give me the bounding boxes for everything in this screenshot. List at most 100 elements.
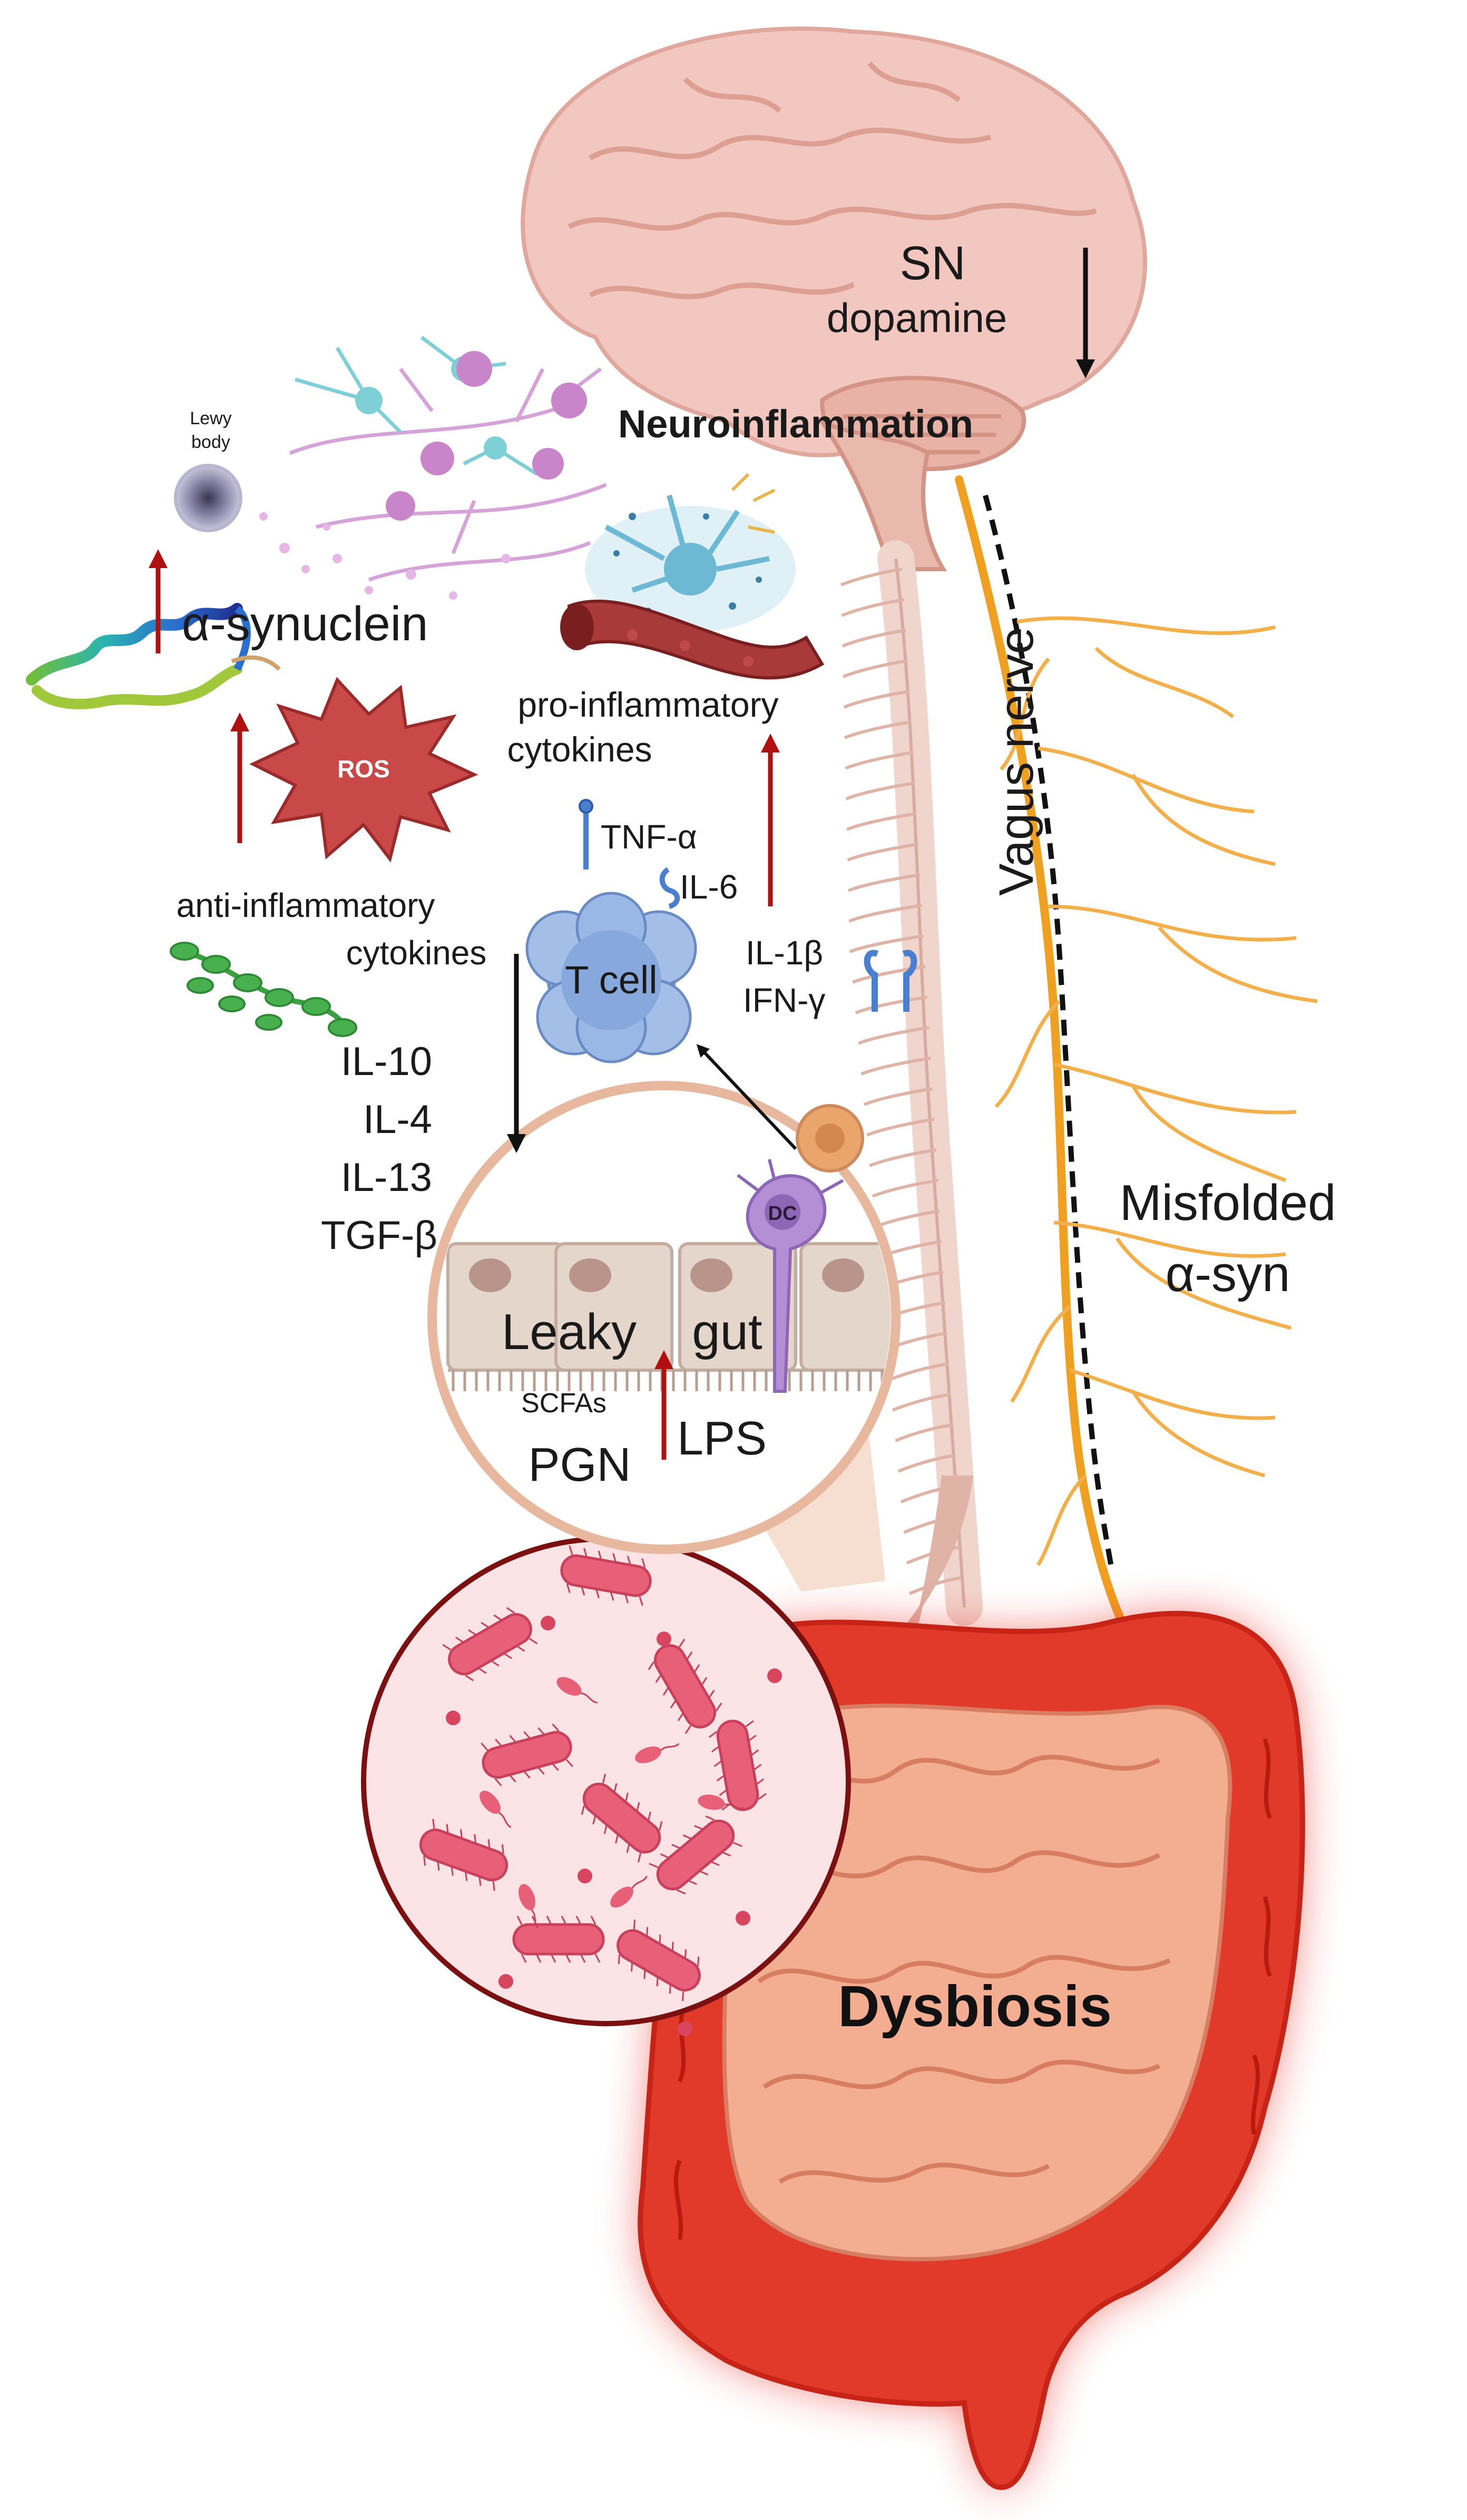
nerve-root (847, 873, 921, 892)
anti-inflammatory-cytokine-icon (170, 942, 357, 1037)
bacterium-coccus (736, 1911, 750, 1926)
label-il-6: IL-6 (680, 868, 738, 906)
bacterium-rod (709, 1720, 767, 1811)
nerve-root (863, 1087, 933, 1106)
spinal-cord (840, 540, 983, 1645)
spinal-nerve-roots (840, 568, 973, 1645)
bacterium-rod (617, 1919, 701, 2001)
ros-starburst (249, 677, 478, 863)
bacterium-rod (442, 1607, 538, 1682)
bacterium-vibrio (556, 1677, 598, 1704)
label-lewy-line1: Lewy (190, 408, 231, 428)
label-scfas: SCFAs (521, 1388, 607, 1419)
label-neuroinflammation: Neuroinflammation (618, 402, 973, 446)
bacterium-rod (481, 1723, 573, 1786)
bacterium-rod (649, 1815, 742, 1894)
bacterium-vibrio (519, 1884, 539, 1929)
label-tgf-beta: TGF-β (321, 1213, 437, 1258)
nerve-root (848, 904, 922, 923)
nerve-root (840, 568, 903, 587)
bacteria (419, 1545, 782, 2036)
label-il-10: IL-10 (341, 1039, 432, 1084)
nerve-root (849, 934, 924, 953)
label-anti-inflammatory-line1: anti-inflammatory (177, 886, 435, 924)
label-dopamine: dopamine (827, 295, 1008, 341)
label-alpha-synuclein: α-synuclein (182, 597, 428, 651)
nerve-root (845, 751, 913, 770)
bacterium-coccus (657, 1632, 671, 1646)
label-sn: SN (899, 237, 965, 290)
nerve-root (841, 598, 904, 617)
nerve-root (845, 782, 915, 800)
vagus-nerve (955, 475, 1318, 1708)
bacterium-coccus (678, 2021, 692, 2036)
leaky-gut-circle (427, 1081, 901, 1591)
nerve-root (872, 1179, 938, 1198)
bacterium-coccus (541, 1616, 555, 1630)
bacterium-vibrio (698, 1794, 744, 1810)
nerve-root (897, 1454, 955, 1473)
dendritic-cell (737, 1104, 864, 1393)
label-ros: ROS (337, 755, 390, 783)
label-t-cell: T cell (565, 958, 657, 1002)
nerve-root (869, 1148, 937, 1167)
bacterium-coccus (578, 1869, 592, 1883)
nerve-root (842, 629, 906, 648)
bacterium-coccus (767, 1668, 782, 1683)
microbiota-circle (361, 1536, 851, 2036)
nerve-root (895, 1423, 953, 1442)
nerve-root (857, 1026, 930, 1045)
label-tnf-alpha: TNF-α (601, 818, 697, 856)
nerve-root (846, 812, 917, 831)
bacterium-rod (560, 1545, 652, 1606)
label-il-13: IL-13 (341, 1155, 432, 1200)
bacterium-rod (581, 1773, 663, 1863)
t-cell (525, 892, 697, 1063)
label-il-1b: IL-1β (746, 934, 823, 972)
bacterium-vibrio (610, 1876, 648, 1908)
bacterium-rod (648, 1638, 722, 1734)
nerve-root (844, 720, 912, 739)
neuron-cluster (259, 336, 607, 600)
label-gut: gut (692, 1304, 762, 1360)
labels: SN dopamine Neuroinflammation Lewy body … (177, 237, 1336, 2039)
nerve-root (847, 843, 919, 862)
nerve-root (889, 1362, 949, 1381)
bacterium-rod (419, 1819, 508, 1891)
cytokine-receptor-icons (579, 799, 917, 1012)
nerve-root (860, 1057, 931, 1076)
arrows (149, 248, 1095, 1460)
label-pro-inflammatory-line2: cytokines (507, 730, 652, 769)
nerve-root (852, 965, 926, 984)
label-dc: DC (768, 1203, 797, 1225)
nerve-root (892, 1393, 951, 1412)
alpha-synuclein-helix (26, 603, 281, 709)
label-il-4: IL-4 (363, 1097, 432, 1142)
label-pro-inflammatory-line1: pro-inflammatory (517, 685, 778, 724)
label-misfolded: Misfolded (1120, 1175, 1336, 1231)
lewy-body (174, 464, 242, 532)
bacterium-rod (512, 1916, 605, 1963)
bacterium-vibrio (635, 1743, 680, 1763)
bacterium-coccus (446, 1711, 461, 1725)
label-dysbiosis: Dysbiosis (838, 1974, 1112, 2039)
label-anti-inflammatory-line2: cytokines (346, 934, 487, 972)
nerve-root (843, 659, 908, 678)
epithelium (446, 1242, 891, 1391)
label-pgn: PGN (528, 1439, 631, 1491)
brain-illustration (521, 26, 1147, 571)
nerve-root (866, 1118, 935, 1137)
label-leaky: Leaky (502, 1304, 637, 1360)
nerve-root (843, 690, 910, 709)
label-vagus-nerve: Vagus nerve (990, 627, 1043, 896)
nerve-root (855, 995, 928, 1014)
label-lewy-line2: body (191, 432, 230, 452)
label-lps: LPS (677, 1412, 767, 1465)
label-ifn-gamma: IFN-γ (743, 981, 825, 1019)
microglia-blood-vessel (560, 473, 825, 680)
bacterium-coccus (498, 1974, 513, 1989)
label-alpha-syn: α-syn (1166, 1246, 1290, 1302)
bacterium-vibrio (480, 1791, 512, 1828)
dc-to-tcell-arrow (696, 1044, 797, 1150)
